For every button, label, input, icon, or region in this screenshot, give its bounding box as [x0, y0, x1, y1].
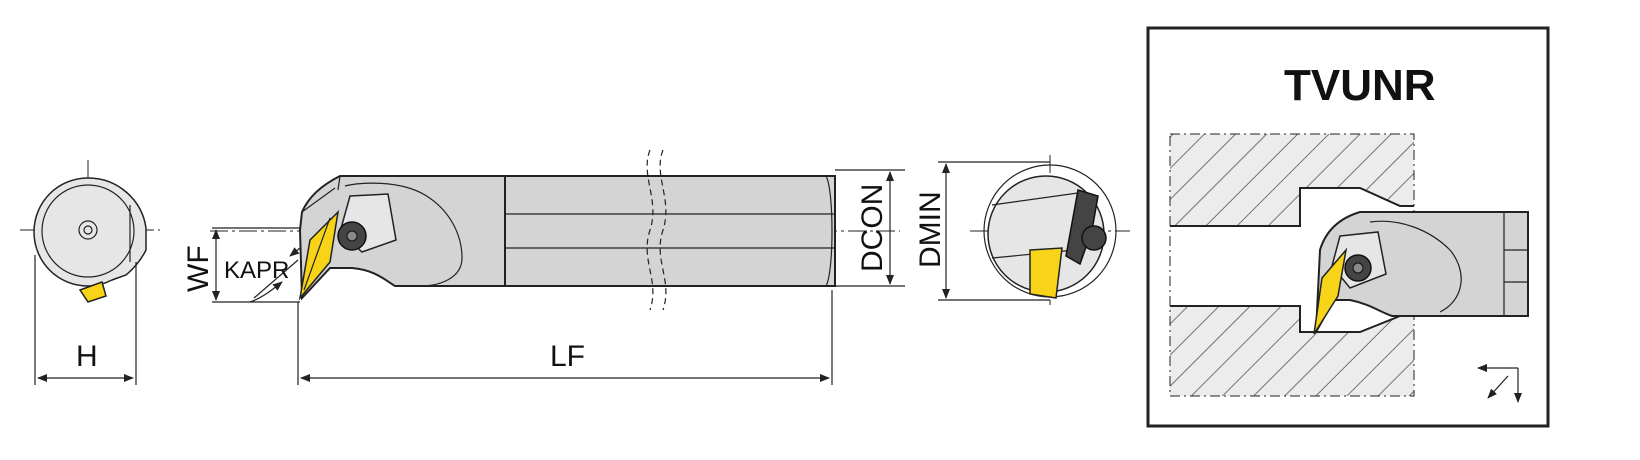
dim-h-label: H — [76, 340, 98, 373]
dim-dmin-label: DMIN — [914, 191, 947, 268]
dim-lf-label: LF — [550, 340, 585, 373]
bore-view-insert — [1029, 247, 1063, 299]
panel-insert — [1313, 247, 1348, 335]
panel-title: TVUNR — [1284, 61, 1436, 110]
end-view-insert — [78, 281, 107, 303]
end-view: H — [20, 160, 160, 385]
end-view-outline — [33, 177, 147, 287]
workpiece-bottom — [1170, 306, 1414, 396]
workpiece-top — [1170, 134, 1414, 226]
application-panel: TVUNR — [1146, 26, 1550, 428]
side-view: DCON WF KAPR LF — [182, 149, 905, 385]
dim-wf-label: WF — [182, 245, 215, 292]
dim-kapr-label: KAPR — [224, 257, 289, 284]
bore-view: DMIN — [914, 155, 1130, 305]
shank — [504, 175, 836, 287]
feed-direction-icon — [1477, 364, 1522, 403]
dim-dcon-label: DCON — [856, 184, 889, 272]
coolant-hole — [78, 220, 98, 240]
